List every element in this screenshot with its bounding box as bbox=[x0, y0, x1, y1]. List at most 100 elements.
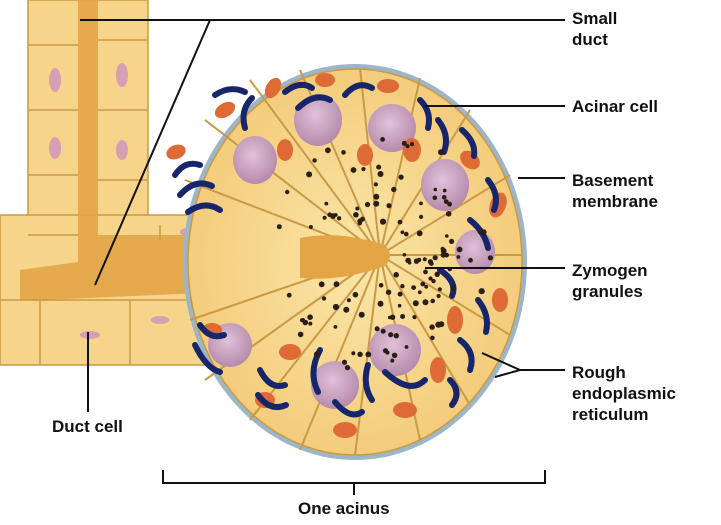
zymogen-granule bbox=[334, 281, 340, 287]
zymogen-granule bbox=[379, 283, 384, 288]
zymogen-granule bbox=[357, 218, 362, 223]
basement-membrane-label: Basement membrane bbox=[572, 170, 658, 212]
zymogen-granule bbox=[314, 351, 320, 357]
zymogen-granule bbox=[435, 272, 440, 277]
zymogen-granule bbox=[433, 196, 438, 201]
zymogen-granule bbox=[333, 304, 339, 310]
zymogen-granule bbox=[418, 290, 422, 294]
zymogen-granule bbox=[401, 230, 405, 234]
zymogen-granule bbox=[449, 239, 454, 244]
zymogen-granule bbox=[343, 307, 349, 313]
zymogen-granule bbox=[392, 353, 397, 358]
zymogen-granule bbox=[277, 224, 282, 229]
zymogen-granule bbox=[411, 285, 416, 290]
zymogen-granule bbox=[451, 286, 456, 291]
zymogen-granule bbox=[324, 202, 328, 206]
zymogen-granule bbox=[381, 329, 386, 334]
zymogen-granule bbox=[400, 284, 404, 288]
zymogen-granule bbox=[441, 252, 446, 257]
zymogen-granule bbox=[378, 171, 384, 177]
zymogen-granule bbox=[400, 314, 405, 319]
zymogen-granule bbox=[468, 258, 473, 263]
zymogen-granule bbox=[398, 220, 403, 225]
zymogen-granule bbox=[361, 167, 365, 171]
zymogen-granule bbox=[351, 167, 357, 173]
zymogen-granule bbox=[435, 322, 441, 328]
zymogen-granule bbox=[403, 253, 407, 257]
zymogen-granule bbox=[423, 270, 428, 275]
acinar-cell-label: Acinar cell bbox=[572, 96, 658, 117]
zymogen-granule bbox=[374, 182, 378, 186]
zymogen-granule bbox=[334, 325, 338, 329]
zymogen-granule bbox=[345, 365, 350, 370]
zymogen-granule bbox=[375, 326, 380, 331]
zymogen-granule bbox=[394, 333, 399, 338]
zymogen-granule bbox=[341, 150, 346, 155]
zymogen-granule bbox=[298, 332, 304, 338]
zymogen-granule bbox=[373, 201, 379, 207]
zymogen-granule bbox=[287, 293, 292, 298]
zymogen-granule bbox=[423, 257, 427, 261]
zymogen-granule bbox=[424, 285, 428, 289]
zymogen-granule bbox=[438, 149, 444, 155]
zymogen-granule bbox=[423, 299, 429, 305]
zymogen-granule bbox=[445, 234, 449, 238]
one-acinus-label: One acinus bbox=[298, 498, 390, 519]
zymogen-granule bbox=[307, 314, 313, 320]
zymogen-granule bbox=[430, 299, 435, 304]
zymogen-granule bbox=[319, 281, 325, 287]
zymogen-granule bbox=[479, 288, 485, 294]
zymogen-granule bbox=[378, 301, 384, 307]
zymogen-granule bbox=[383, 348, 388, 353]
zymogen-granule bbox=[334, 213, 338, 217]
zymogen-granule bbox=[373, 194, 379, 200]
zymogen-granule bbox=[342, 360, 347, 365]
zymogen-granule bbox=[306, 171, 312, 177]
duct-cell-label: Duct cell bbox=[52, 416, 123, 437]
zymogen-granule bbox=[429, 324, 434, 329]
zymogen-granule bbox=[325, 147, 331, 153]
zymogen-granule bbox=[386, 203, 391, 208]
zymogen-granule bbox=[393, 272, 399, 278]
zymogen-granule bbox=[376, 165, 381, 170]
zymogen-granule bbox=[419, 202, 423, 206]
zymogen-granule bbox=[386, 290, 391, 295]
zymogen-granule bbox=[347, 298, 351, 302]
zymogen-granule bbox=[405, 258, 411, 264]
zymogen-granule bbox=[365, 202, 370, 207]
zymogen-granule bbox=[457, 247, 463, 253]
zymogen-granule bbox=[402, 141, 407, 146]
zymogen-granule bbox=[437, 294, 441, 298]
zymogen-granule bbox=[438, 287, 442, 291]
zymogen-granule bbox=[488, 255, 493, 260]
zymogen-granule bbox=[327, 212, 332, 217]
zymogen-granule bbox=[353, 212, 359, 218]
zymogen-granule bbox=[398, 304, 402, 308]
zymogen-granule bbox=[430, 336, 435, 341]
zymogen-granule bbox=[308, 322, 312, 326]
zymogen-granule bbox=[357, 352, 362, 357]
zymogen-granule bbox=[359, 312, 365, 318]
zymogen-granule bbox=[323, 216, 327, 220]
zymogen-granule bbox=[431, 279, 435, 283]
zymogen-granules-label: Zymogen granules bbox=[572, 260, 648, 302]
zymogen-granule bbox=[446, 211, 452, 217]
zymogen-granule bbox=[412, 315, 416, 319]
acinus bbox=[164, 64, 527, 460]
zymogen-granule bbox=[355, 207, 359, 211]
zymogen-granule bbox=[337, 216, 341, 220]
zymogen-granule bbox=[442, 195, 447, 200]
zymogen-granule bbox=[404, 232, 409, 237]
zymogen-granule bbox=[447, 202, 452, 207]
zymogen-granule bbox=[478, 230, 483, 235]
zymogen-granule bbox=[419, 215, 423, 219]
zymogen-granule bbox=[388, 332, 393, 337]
zymogen-granule bbox=[405, 345, 409, 349]
zymogen-granule bbox=[322, 296, 326, 300]
zymogen-granule bbox=[428, 259, 433, 264]
zymogen-granule bbox=[391, 187, 396, 192]
zymogen-granule bbox=[390, 359, 394, 363]
zymogen-granule bbox=[417, 258, 421, 262]
zymogen-granule bbox=[312, 158, 316, 162]
zymogen-granule bbox=[398, 292, 403, 297]
